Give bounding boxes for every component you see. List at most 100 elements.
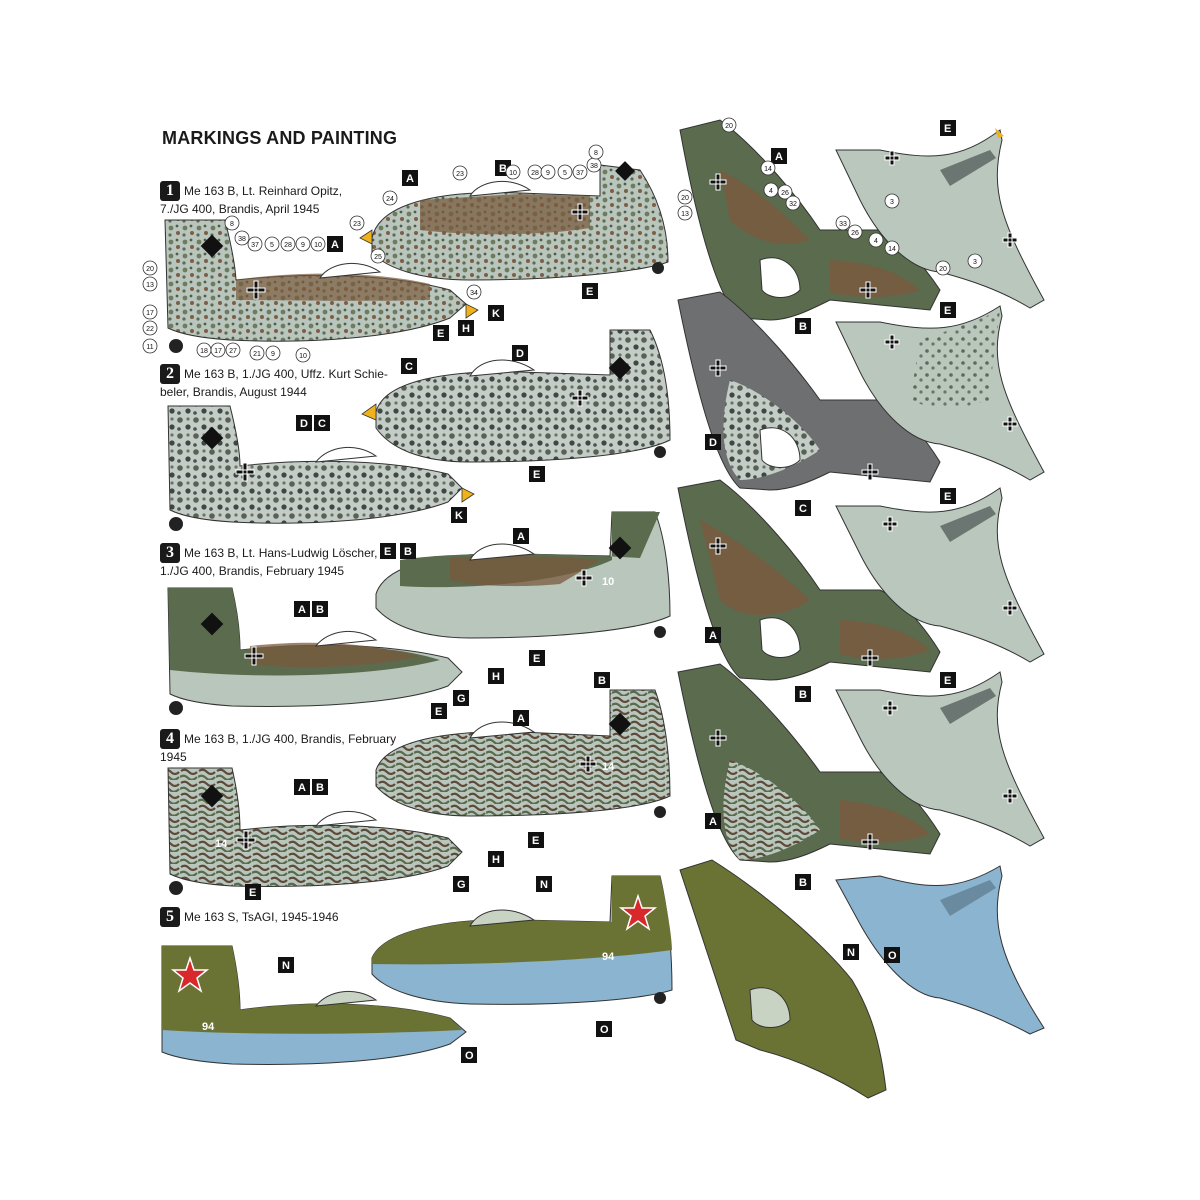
svg-text:10: 10	[509, 170, 517, 177]
svg-text:O: O	[888, 950, 897, 962]
profile-5-right: 94	[371, 875, 673, 1005]
svg-text:34: 34	[470, 290, 478, 297]
svg-text:32: 32	[789, 201, 797, 208]
profile-1-right	[359, 161, 669, 281]
svg-text:B: B	[799, 689, 807, 701]
svg-text:3: 3	[973, 259, 977, 266]
svg-text:11: 11	[146, 344, 153, 351]
svg-text:B: B	[404, 546, 412, 558]
svg-text:33: 33	[839, 221, 847, 228]
svg-text:C: C	[318, 418, 326, 430]
svg-text:N: N	[847, 947, 855, 959]
svg-text:K: K	[455, 510, 463, 522]
page-title: MARKINGS AND PAINTING	[162, 128, 398, 148]
tail-number: 14	[602, 761, 615, 773]
svg-text:B: B	[316, 782, 324, 794]
svg-text:A: A	[517, 531, 525, 543]
svg-text:4: 4	[769, 188, 773, 195]
svg-text:18: 18	[200, 348, 208, 355]
scheme-line1: Me 163 B, 1./JG 400, Brandis, February	[184, 732, 397, 746]
tail-number: 94	[602, 951, 615, 963]
svg-text:23: 23	[353, 221, 361, 228]
underside-1	[835, 128, 1045, 309]
svg-text:E: E	[435, 706, 442, 718]
underside-5	[835, 865, 1045, 1035]
callout-letters: A B A E E H K C D D C E K E B A A B E G …	[245, 120, 956, 1063]
svg-text:E: E	[586, 286, 593, 298]
svg-text:9: 9	[546, 170, 550, 177]
svg-text:8: 8	[594, 150, 598, 157]
svg-text:22: 22	[146, 326, 154, 333]
profile-3-left	[167, 587, 463, 715]
svg-text:13: 13	[146, 282, 154, 289]
svg-text:20: 20	[681, 195, 689, 202]
svg-text:D: D	[709, 437, 717, 449]
svg-text:37: 37	[251, 242, 259, 249]
scheme-line1: Me 163 S, TsAGI, 1945-1946	[184, 910, 339, 924]
svg-text:A: A	[406, 173, 414, 185]
callout-numbers	[142, 117, 983, 363]
svg-text:B: B	[598, 675, 606, 687]
svg-text:28: 28	[531, 170, 539, 177]
profile-4-left: 14	[167, 767, 463, 895]
svg-text:E: E	[249, 887, 256, 899]
profile-1-left	[164, 219, 479, 353]
topview-5	[679, 859, 887, 1099]
svg-text:14: 14	[888, 246, 896, 253]
svg-text:H: H	[492, 854, 500, 866]
svg-text:27: 27	[229, 348, 237, 355]
svg-text:H: H	[492, 671, 500, 683]
svg-text:E: E	[944, 123, 951, 135]
svg-text:17: 17	[146, 310, 154, 317]
svg-text:A: A	[775, 151, 783, 163]
profile-4-right: 14	[375, 689, 671, 818]
svg-text:14: 14	[764, 166, 772, 173]
scheme-number: 1	[160, 181, 180, 201]
scheme-number: 2	[160, 364, 180, 384]
underside-2	[835, 305, 1045, 481]
svg-text:E: E	[944, 305, 951, 317]
svg-text:5: 5	[563, 170, 567, 177]
svg-text:E: E	[533, 469, 540, 481]
svg-text:E: E	[384, 546, 391, 558]
svg-text:A: A	[331, 239, 339, 251]
svg-text:C: C	[405, 361, 413, 373]
tail-number: 10	[602, 576, 614, 588]
scheme-line1: Me 163 B, 1./JG 400, Uffz. Kurt Schie-	[184, 367, 388, 381]
svg-text:O: O	[465, 1050, 474, 1062]
profile-3-right: 10	[375, 511, 671, 639]
underside-3	[835, 487, 1045, 663]
svg-text:A: A	[298, 782, 306, 794]
scheme-line2: beler, Brandis, August 1944	[160, 385, 307, 399]
svg-text:20: 20	[725, 123, 733, 130]
topview-4	[677, 663, 941, 863]
svg-text:E: E	[944, 675, 951, 687]
topview-2	[677, 291, 941, 491]
svg-text:E: E	[944, 491, 951, 503]
svg-text:G: G	[457, 879, 466, 891]
svg-text:17: 17	[214, 348, 222, 355]
profile-2-right	[361, 329, 671, 463]
svg-text:B: B	[799, 321, 807, 333]
svg-text:A: A	[709, 816, 717, 828]
scheme-line2: 7./JG 400, Brandis, April 1945	[160, 202, 320, 216]
svg-text:8: 8	[230, 221, 234, 228]
svg-text:B: B	[316, 604, 324, 616]
svg-text:H: H	[462, 323, 470, 335]
svg-text:10: 10	[314, 242, 322, 249]
svg-text:A: A	[517, 713, 525, 725]
svg-text:20: 20	[146, 266, 154, 273]
svg-text:D: D	[516, 348, 524, 360]
svg-text:38: 38	[238, 236, 246, 243]
svg-text:C: C	[799, 503, 807, 515]
tail-number: 94	[202, 1021, 215, 1033]
svg-text:B: B	[499, 163, 507, 175]
scheme-line1: Me 163 B, Lt. Hans-Ludwig Löscher,	[184, 546, 378, 560]
svg-text:9: 9	[301, 242, 305, 249]
svg-text:21: 21	[253, 351, 261, 358]
